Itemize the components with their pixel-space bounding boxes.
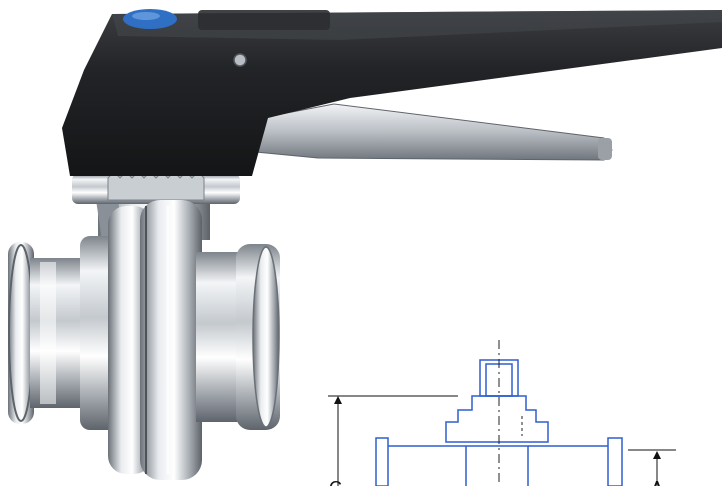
- handle: [62, 9, 722, 176]
- drawing-right-ferrule: [607, 437, 623, 486]
- drawing-left-ferrule: [375, 437, 389, 486]
- handle-pin-icon: [233, 53, 247, 67]
- right-ferrule: [196, 244, 280, 430]
- left-ferrule: [8, 236, 120, 430]
- dimension-a-label: A: [651, 478, 663, 486]
- drawing-body: [465, 445, 529, 486]
- ratchet-ring: [72, 171, 240, 204]
- dimension-c-label: C: [329, 478, 342, 486]
- valve-photo: [8, 9, 722, 480]
- dimension-a: [628, 449, 676, 486]
- dimension-c: [328, 395, 458, 486]
- release-lever: [249, 103, 613, 161]
- technical-drawing: [375, 340, 623, 486]
- valve-body: [108, 200, 202, 480]
- drawing-stepped-neck: [445, 395, 549, 443]
